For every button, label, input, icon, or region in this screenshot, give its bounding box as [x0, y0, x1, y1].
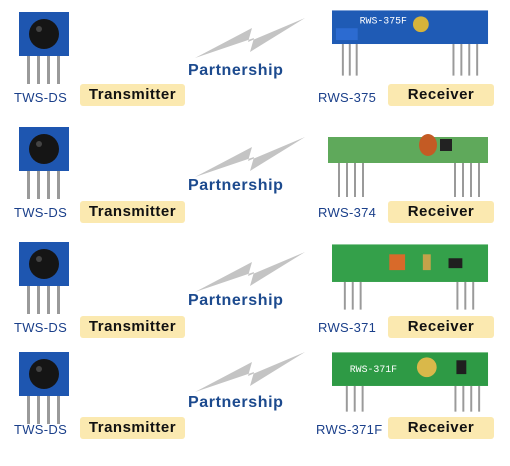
lightning-bolt-icon — [195, 352, 305, 392]
partnership-text: Partnership — [188, 177, 284, 194]
receiver-code: RWS-374 — [318, 205, 377, 220]
transmitter-label: Transmitter — [80, 84, 185, 106]
pairing-row-3: TWS-DS Transmitter Partnership RWS-371 R… — [0, 240, 510, 350]
lightning-bolt-icon — [195, 18, 305, 58]
pairing-row-4: TWS-DS Transmitter Partnership RWS-371F … — [0, 350, 510, 460]
receiver-code: RWS-371 — [318, 320, 377, 335]
receiver-label: Receiver — [388, 201, 494, 223]
receiver-module-image: RWS-375F — [332, 10, 489, 76]
lightning-bolt-icon — [195, 137, 305, 177]
partnership-text: Partnership — [188, 394, 284, 411]
receiver-module-image — [332, 244, 489, 310]
board-print: RWS-375F — [360, 15, 407, 26]
receiver-label: Receiver — [388, 84, 494, 106]
lightning-bolt-icon — [195, 252, 305, 292]
receiver-module-image: RWS-371F — [332, 352, 489, 412]
transmitter-code: TWS-DS — [14, 320, 68, 335]
transmitter-label: Transmitter — [80, 417, 185, 439]
receiver-code: RWS-371F — [316, 422, 383, 437]
pairing-row-2: TWS-DS Transmitter Partnership RWS-374 R… — [0, 125, 510, 235]
transmitter-module-image — [19, 242, 69, 314]
transmitter-code: TWS-DS — [14, 90, 68, 105]
transmitter-module-image — [19, 12, 69, 84]
receiver-label: Receiver — [388, 417, 494, 439]
receiver-code: RWS-375 — [318, 90, 377, 105]
board-print: RWS-371F — [350, 364, 397, 375]
partnership-text: Partnership — [188, 292, 284, 309]
transmitter-code: TWS-DS — [14, 422, 68, 437]
transmitter-module-image — [19, 127, 69, 199]
transmitter-module-image — [19, 352, 69, 424]
receiver-label: Receiver — [388, 316, 494, 338]
transmitter-label: Transmitter — [80, 316, 185, 338]
transmitter-code: TWS-DS — [14, 205, 68, 220]
transmitter-label: Transmitter — [80, 201, 185, 223]
partnership-text: Partnership — [188, 62, 284, 79]
receiver-module-image — [328, 134, 488, 197]
pairing-row-1: TWS-DS Transmitter Partnership RWS-375F … — [0, 10, 510, 120]
